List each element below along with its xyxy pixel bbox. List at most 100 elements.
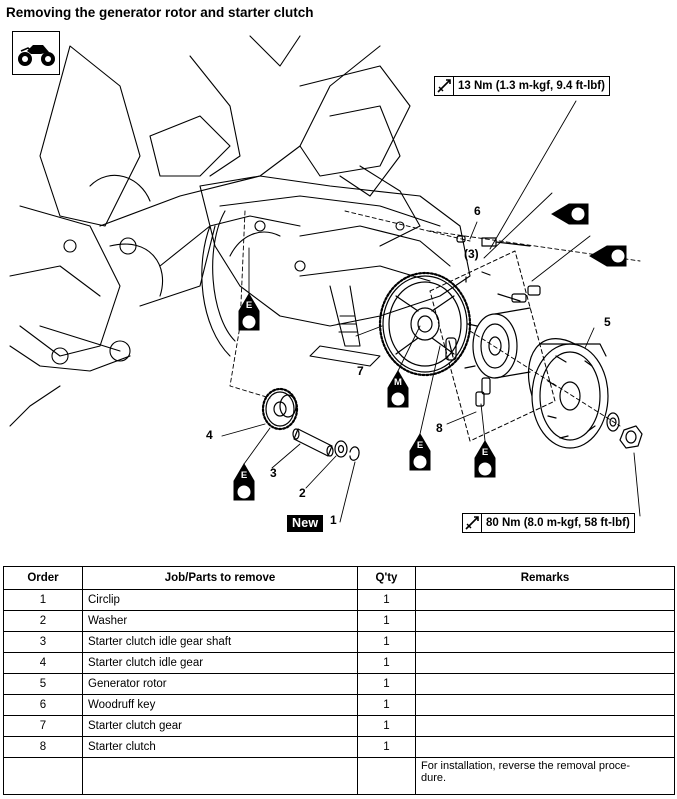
row-remarks bbox=[415, 652, 675, 674]
oil-icon-label: E bbox=[416, 440, 424, 451]
locktite-icon-label: LT bbox=[572, 208, 584, 219]
row-qty: 1 bbox=[357, 673, 416, 695]
callout-leaders bbox=[221, 100, 641, 523]
table-row: 5 Generator rotor 1 bbox=[3, 673, 675, 695]
new-part-badge: New bbox=[287, 515, 324, 532]
parts-table: Order Job/Parts to remove Q'ty Remarks 1… bbox=[3, 566, 675, 795]
starter-clutch-drawing bbox=[445, 235, 541, 407]
table-row: 2 Washer 1 bbox=[3, 610, 675, 632]
row-qty: 1 bbox=[357, 652, 416, 674]
rotor-nut-drawing bbox=[606, 412, 643, 449]
row-remarks bbox=[415, 631, 675, 653]
motorcycle-icon bbox=[12, 31, 60, 75]
table-row-note: For installation, reverse the removal pr… bbox=[3, 757, 675, 795]
oil-icon-top-right bbox=[589, 245, 627, 267]
row-part: Starter clutch bbox=[82, 736, 358, 758]
oil-icon-clutch-right bbox=[474, 440, 496, 478]
row-order: 2 bbox=[3, 610, 83, 632]
row-order: 8 bbox=[3, 736, 83, 758]
row-part-empty bbox=[82, 757, 358, 795]
installation-note: For installation, reverse the removal pr… bbox=[415, 757, 675, 795]
idle-gear-shaft-drawing bbox=[292, 428, 334, 457]
row-order: 4 bbox=[3, 652, 83, 674]
row-order: 3 bbox=[3, 631, 83, 653]
moly-icon-clutch-gear bbox=[387, 370, 409, 408]
moly-icon-label: M bbox=[394, 377, 402, 388]
torque-spec-bolt: 13 Nm (1.3 m-kgf, 9.4 ft-lbf) bbox=[434, 76, 610, 96]
table-row: 4 Starter clutch idle gear 1 bbox=[3, 652, 675, 674]
lube-icons bbox=[233, 203, 627, 501]
row-remarks bbox=[415, 715, 675, 737]
table-row: 7 Starter clutch gear 1 bbox=[3, 715, 675, 737]
row-part: Starter clutch idle gear shaft bbox=[82, 631, 358, 653]
column-header-qty: Q'ty bbox=[357, 566, 416, 590]
torque-spec-rotor-nut: 80 Nm (8.0 m-kgf, 58 ft-lbf) bbox=[462, 513, 635, 533]
locktite-icon bbox=[551, 203, 589, 225]
row-remarks bbox=[415, 610, 675, 632]
crankcase-drawing bbox=[199, 175, 471, 367]
row-qty: 1 bbox=[357, 631, 416, 653]
oil-icon-clutch-left bbox=[409, 433, 431, 471]
callout-6: 6 bbox=[474, 204, 481, 218]
installation-note-line1: For installation, reverse the removal pr… bbox=[421, 760, 631, 772]
row-part: Washer bbox=[82, 610, 358, 632]
row-order: 6 bbox=[3, 694, 83, 716]
row-remarks bbox=[415, 673, 675, 695]
row-qty: 1 bbox=[357, 715, 416, 737]
row-order-empty bbox=[3, 757, 83, 795]
starter-clutch-box bbox=[429, 250, 556, 442]
callout-1: 1 bbox=[330, 513, 337, 527]
callout-2: 2 bbox=[299, 486, 306, 500]
row-order: 1 bbox=[3, 589, 83, 611]
callout-7: 7 bbox=[357, 364, 364, 378]
column-header-remarks: Remarks bbox=[415, 566, 675, 590]
row-part: Circlip bbox=[82, 589, 358, 611]
lube-leaders bbox=[243, 247, 486, 465]
table-row: 8 Starter clutch 1 bbox=[3, 736, 675, 758]
table-row: 1 Circlip 1 bbox=[3, 589, 675, 611]
torque-spec-rotor-nut-text: 80 Nm (8.0 m-kgf, 58 ft-lbf) bbox=[486, 517, 630, 529]
row-qty: 1 bbox=[357, 589, 416, 611]
washer-circlip-drawing bbox=[334, 440, 360, 461]
table-row: 3 Starter clutch idle gear shaft 1 bbox=[3, 631, 675, 653]
oil-icon-crankcase bbox=[238, 293, 260, 331]
column-header-order: Order bbox=[3, 566, 83, 590]
row-qty: 1 bbox=[357, 610, 416, 632]
oil-icon-label: E bbox=[245, 300, 253, 311]
torque-spec-bolt-text: 13 Nm (1.3 m-kgf, 9.4 ft-lbf) bbox=[458, 80, 605, 92]
exploded-view-drawing bbox=[9, 35, 643, 523]
row-qty: 1 bbox=[357, 694, 416, 716]
row-qty-empty bbox=[357, 757, 416, 795]
table-header-row: Order Job/Parts to remove Q'ty Remarks bbox=[3, 566, 675, 590]
row-remarks bbox=[415, 736, 675, 758]
row-order: 5 bbox=[3, 673, 83, 695]
oil-icon-label: E bbox=[614, 250, 622, 261]
callout-8: 8 bbox=[436, 421, 443, 435]
oil-icon-label: E bbox=[240, 470, 248, 481]
torque-wrench-icon bbox=[463, 514, 482, 532]
row-part: Starter clutch gear bbox=[82, 715, 358, 737]
row-remarks bbox=[415, 694, 675, 716]
idle-gear-drawing bbox=[265, 391, 297, 427]
idle-gear-teeth bbox=[261, 387, 299, 431]
oil-icon-idle-gear bbox=[233, 463, 255, 501]
row-part: Woodruff key bbox=[82, 694, 358, 716]
table-row: 6 Woodruff key 1 bbox=[3, 694, 675, 716]
row-remarks bbox=[415, 589, 675, 611]
quantity-note: (3) bbox=[464, 247, 479, 261]
generator-rotor-drawing bbox=[527, 338, 609, 449]
clutch-bolt-drawing bbox=[481, 237, 531, 247]
column-header-job: Job/Parts to remove bbox=[82, 566, 358, 590]
callout-4: 4 bbox=[206, 428, 213, 442]
row-qty: 1 bbox=[357, 736, 416, 758]
starter-clutch-gear-drawing bbox=[382, 275, 468, 373]
torque-wrench-icon bbox=[435, 77, 454, 95]
oil-icon-label: E bbox=[481, 447, 489, 458]
callout-3: 3 bbox=[270, 466, 277, 480]
row-part: Starter clutch idle gear bbox=[82, 652, 358, 674]
row-order: 7 bbox=[3, 715, 83, 737]
installation-note-line2: dure. bbox=[421, 772, 447, 784]
exploded-view-figure: 13 Nm (1.3 m-kgf, 9.4 ft-lbf) 80 Nm (8.0… bbox=[0, 26, 677, 564]
frame-drawing bbox=[9, 35, 421, 427]
